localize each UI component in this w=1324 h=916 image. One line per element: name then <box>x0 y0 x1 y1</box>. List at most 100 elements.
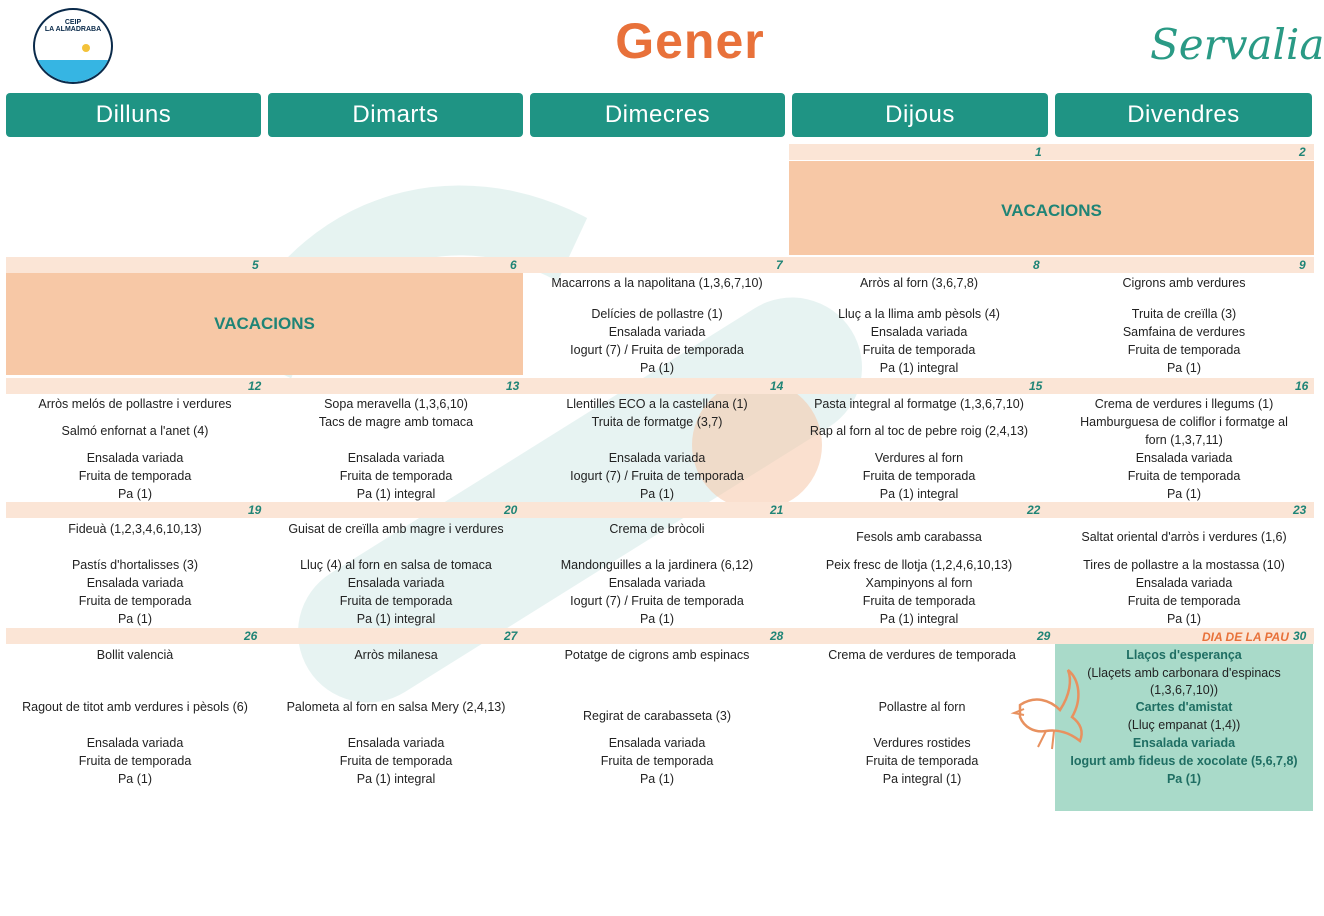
menu-item: Ensalada variada <box>870 325 968 339</box>
menu-cell-wed-7: Macarrons a la napolitana (1,3,6,7,10) D… <box>527 274 787 376</box>
menu-item: Ensalada variada <box>347 736 445 750</box>
menu-item: Fruita de temporada <box>78 754 192 768</box>
menu-item: Fruita de temporada <box>1127 343 1241 357</box>
menu-item: Salmó enfornat a l'anet (4) <box>61 424 209 438</box>
date-bar <box>6 502 1314 518</box>
menu-item: Pa (1) <box>1166 361 1202 375</box>
date-number: 12 <box>248 379 262 393</box>
date-bar <box>789 144 1314 160</box>
date-number: 20 <box>504 503 518 517</box>
menu-item: Cigrons amb verdures <box>1122 276 1246 290</box>
menu-cell-thu-8: Arròs al forn (3,6,7,8) Lluç a la llima … <box>790 274 1048 376</box>
menu-item: Pa (1) integral <box>879 361 959 375</box>
menu-item: Iogurt (7) / Fruita de temporada <box>570 469 744 483</box>
menu-item: (Llaçets amb carbonara d'espinacs <box>1087 666 1281 680</box>
menu-item: Pa integral (1) <box>882 772 962 786</box>
menu-cell-fri-30: Llaços d'esperança (Llaçets amb carbonar… <box>1055 646 1313 796</box>
date-number: 29 <box>1037 629 1051 643</box>
menu-item: Arròs melós de pollastre i verdures <box>38 397 232 411</box>
date-number: 9 <box>1299 258 1306 272</box>
menu-item: Fideuà (1,2,3,4,6,10,13) <box>68 522 202 536</box>
menu-item: Pa (1) <box>1166 612 1202 626</box>
menu-item: Pa (1) integral <box>879 487 959 501</box>
date-number: 13 <box>506 379 520 393</box>
menu-item: Ragout de titot amb verdures i pèsols (6… <box>22 700 248 714</box>
menu-item: Fruita de temporada <box>862 594 976 608</box>
menu-item: Iogurt amb fideus de xocolate (5,6,7,8) <box>1070 754 1298 768</box>
menu-item: Iogurt (7) / Fruita de temporada <box>570 594 744 608</box>
menu-item: Fruita de temporada <box>865 754 979 768</box>
menu-item: Truita de formatge (3,7) <box>591 415 723 429</box>
menu-item: Verdures al forn <box>874 451 964 465</box>
menu-cell-thu-22: Fesols amb carabassa Peix fresc de llotj… <box>788 520 1050 626</box>
menu-item: Ensalada variada <box>347 576 445 590</box>
menu-item: Sopa meravella (1,3,6,10) <box>324 397 468 411</box>
menu-item: Pa (1) <box>639 612 675 626</box>
menu-item: (1,3,6,7,10)) <box>1149 683 1219 697</box>
day-header-tuesday: Dimarts <box>268 93 523 137</box>
menu-item: Ensalada variada <box>608 736 706 750</box>
date-number: 19 <box>248 503 262 517</box>
menu-cell-wed-14: Llentilles ECO a la castellana (1) Truit… <box>527 395 787 501</box>
menu-cell-thu-29: Crema de verdures de temporada Pollastre… <box>788 646 1056 796</box>
orange-circle-decoration <box>692 380 822 510</box>
date-number: 21 <box>770 503 784 517</box>
menu-item: Bollit valencià <box>96 648 174 662</box>
special-day-block <box>1055 644 1313 811</box>
special-day-label: DIA DE LA PAU <box>1202 630 1289 644</box>
menu-item: Ensalada variada <box>608 325 706 339</box>
menu-cell-wed-28: Potatge de cigrons amb espinacs Regirat … <box>527 646 787 796</box>
menu-item: Pastís d'hortalisses (3) <box>71 558 199 572</box>
logo-line1: CEIP <box>64 19 82 26</box>
menu-cell-fri-23: Saltat oriental d'arròs i verdures (1,6)… <box>1053 520 1315 626</box>
date-number: 6 <box>510 258 517 272</box>
menu-item: Crema de bròcoli <box>609 522 705 536</box>
menu-item: Fruita de temporada <box>1127 469 1241 483</box>
menu-item: Peix fresc de llotja (1,2,4,6,10,13) <box>825 558 1013 572</box>
menu-item: Cartes d'amistat <box>1135 700 1233 714</box>
sun-icon <box>82 44 90 52</box>
menu-item: Pasta integral al formatge (1,3,6,7,10) <box>814 397 1024 411</box>
menu-item: Regirat de carabasseta (3) <box>583 709 731 723</box>
menu-item: Ensalada variada <box>86 451 184 465</box>
date-number: 1 <box>1035 145 1042 159</box>
menu-item: Tires de pollastre a la mostassa (10) <box>1083 558 1285 572</box>
menu-item: Fruita de temporada <box>1127 594 1241 608</box>
menu-item: Fesols amb carabassa <box>856 530 982 544</box>
holiday-block: VACACIONS <box>789 161 1314 255</box>
date-number: 16 <box>1295 379 1309 393</box>
menu-item: Ensalada variada <box>86 576 184 590</box>
menu-item: Pa (1) <box>639 772 675 786</box>
menu-item: Fruita de temporada <box>862 343 976 357</box>
day-header-friday: Divendres <box>1055 93 1312 137</box>
menu-item: Arròs milanesa <box>354 648 438 662</box>
holiday-block: VACACIONS <box>6 273 523 375</box>
date-bar <box>6 628 1314 644</box>
menu-item: Pa (1) <box>639 487 675 501</box>
menu-item: Pollastre al forn <box>878 700 966 714</box>
menu-cell-tue-13: Sopa meravella (1,3,6,10) Tacs de magre … <box>266 395 526 501</box>
page-title: Gener <box>615 13 765 69</box>
menu-item: Fruita de temporada <box>78 469 192 483</box>
menu-item: Fruita de temporada <box>862 469 976 483</box>
menu-cell-wed-21: Crema de bròcoli Mandonguilles a la jard… <box>527 520 787 626</box>
menu-item: Delícies de pollastre (1) <box>591 307 723 321</box>
menu-item: Fruita de temporada <box>339 754 453 768</box>
date-number: 30 <box>1293 629 1307 643</box>
menu-item: Pa (1) <box>639 361 675 375</box>
date-number: 2 <box>1299 145 1306 159</box>
menu-item: Rap al forn al toc de pebre roig (2,4,13… <box>809 424 1029 438</box>
menu-item: Ensalada variada <box>1135 451 1233 465</box>
menu-item: forn (1,3,7,11) <box>1145 433 1223 447</box>
menu-item: Lluç a la llima amb pèsols (4) <box>838 307 1000 321</box>
date-number: 5 <box>252 258 259 272</box>
menu-item: Ensalada variada <box>608 451 706 465</box>
menu-item: Mandonguilles a la jardinera (6,12) <box>560 558 754 572</box>
menu-item: Fruita de temporada <box>78 594 192 608</box>
menu-item: Fruita de temporada <box>339 469 453 483</box>
date-number: 27 <box>504 629 518 643</box>
date-number: 22 <box>1027 503 1041 517</box>
menu-item: Guisat de creïlla amb magre i verdures <box>288 522 504 536</box>
menu-item: Crema de verdures i llegums (1) <box>1094 397 1274 411</box>
date-number: 26 <box>244 629 258 643</box>
